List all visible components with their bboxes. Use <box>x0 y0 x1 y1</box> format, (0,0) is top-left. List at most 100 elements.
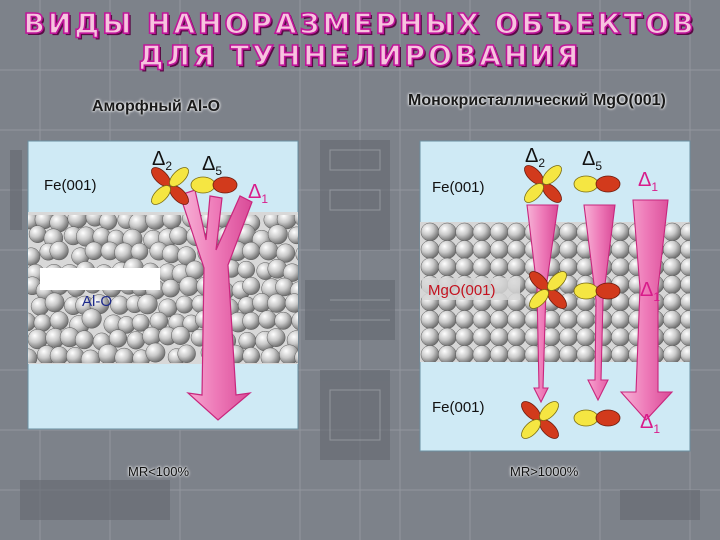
right-delta1-label-top: Δ1 <box>638 169 658 194</box>
right-mr-result: MR>1000% <box>510 464 579 479</box>
left-mr-result: MR<100% <box>128 464 190 479</box>
atom <box>300 328 319 347</box>
atom <box>507 240 526 259</box>
right-barrier-label: MgO(001) <box>428 282 496 299</box>
atom <box>559 222 578 242</box>
atom <box>28 225 47 243</box>
atom <box>662 310 682 329</box>
right-electrode-top-label: Fe(001) <box>432 179 485 196</box>
atom <box>680 327 690 347</box>
atom <box>489 310 509 329</box>
atom <box>28 312 36 332</box>
atom <box>438 222 457 242</box>
atom <box>171 326 190 345</box>
left-delta1-label: Δ1 <box>248 181 268 206</box>
left-p-orbital <box>190 176 238 194</box>
atom <box>489 257 509 277</box>
atom <box>611 257 630 277</box>
atom <box>559 240 578 259</box>
right-p-orbital-bottom <box>573 409 621 427</box>
atom <box>680 292 690 312</box>
atom <box>455 240 474 259</box>
left-d-orbital <box>151 167 189 205</box>
atom <box>126 331 146 350</box>
atom <box>267 293 287 313</box>
atom <box>680 257 690 277</box>
atom <box>472 240 492 259</box>
atom <box>541 345 561 362</box>
atom <box>420 310 440 329</box>
atom <box>507 345 526 362</box>
atom <box>662 222 682 242</box>
atom <box>472 310 492 329</box>
atom <box>145 342 166 363</box>
atom <box>576 327 595 347</box>
atom <box>489 327 509 347</box>
atom <box>108 329 128 348</box>
atom <box>49 241 69 261</box>
atom <box>162 215 182 230</box>
atom <box>28 247 41 266</box>
left-barrier-label-box <box>40 268 160 290</box>
atom <box>237 260 255 279</box>
right-delta1-label-mid: Δ1 <box>640 279 660 304</box>
atom <box>279 344 298 363</box>
atom <box>489 222 509 242</box>
right-panel-heading: Монокристаллический MgO(001) <box>408 92 666 109</box>
right-panel: Fe(001) MgO(001) Fe(001) <box>419 140 691 452</box>
atom <box>680 310 690 329</box>
right-delta5-label: Δ5 <box>582 148 602 173</box>
atom <box>662 345 682 362</box>
atom <box>680 240 690 259</box>
atom <box>33 313 52 332</box>
atom <box>662 275 682 294</box>
atom <box>611 310 630 329</box>
atom <box>611 222 630 242</box>
left-delta2-label: Δ2 <box>152 148 172 173</box>
atom <box>276 243 296 263</box>
atom <box>559 345 578 362</box>
atom <box>438 345 457 362</box>
atom <box>297 236 298 241</box>
atom <box>662 257 682 277</box>
atom <box>84 241 104 261</box>
right-p-orbital-mid <box>573 282 621 300</box>
atom <box>287 226 298 245</box>
atom <box>161 279 180 298</box>
atom <box>49 311 69 331</box>
atom <box>99 215 118 231</box>
left-panel-heading: Аморфный Al-O <box>92 98 221 115</box>
atom <box>662 240 682 259</box>
right-delta1-label-bottom: Δ1 <box>640 411 660 436</box>
atom <box>420 240 440 259</box>
atom <box>455 310 474 329</box>
atom <box>258 241 279 261</box>
atom <box>293 215 298 225</box>
atom <box>131 313 150 332</box>
atom <box>507 327 526 347</box>
atom <box>438 310 457 329</box>
slide-title-line-2: ДЛЯ ТУННЕЛИРОВАНИЯ <box>138 39 582 73</box>
left-panel: Fe(001) Al-O Δ2 Δ5 Δ1 <box>27 140 319 430</box>
atom <box>611 240 630 259</box>
atom <box>507 310 526 329</box>
right-d-orbital-top <box>524 165 562 203</box>
atom <box>576 345 595 362</box>
atom <box>177 246 196 266</box>
atom <box>242 277 261 295</box>
atom <box>680 222 690 242</box>
atom <box>284 293 298 313</box>
atom <box>472 222 492 242</box>
atom <box>302 296 319 313</box>
left-electrode-top-label: Fe(001) <box>44 177 97 194</box>
left-barrier-label: Al-O <box>82 293 112 310</box>
atom <box>238 331 257 350</box>
left-tunneling-arrow <box>179 189 253 421</box>
atom <box>455 257 474 277</box>
right-arrow-delta5 <box>583 204 616 402</box>
atom <box>507 222 526 242</box>
atom <box>149 311 169 331</box>
right-arrow-delta1 <box>619 199 674 421</box>
atom <box>74 330 94 350</box>
right-delta2-label: Δ2 <box>525 145 545 170</box>
